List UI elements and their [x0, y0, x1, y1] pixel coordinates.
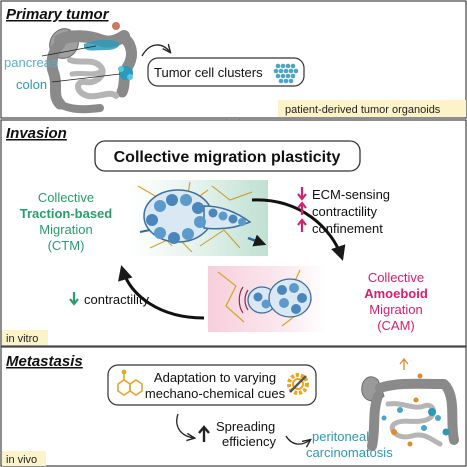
pancreas-label: pancreas	[4, 55, 58, 70]
peritoneal-line2: carcinomatosis	[306, 445, 393, 460]
svg-text:ECM-sensing: ECM-sensing	[312, 187, 390, 202]
svg-text:Collective: Collective	[38, 190, 94, 205]
svg-text:Migration: Migration	[369, 302, 422, 317]
adaptation-line1: Adaptation to varying	[154, 370, 276, 385]
svg-text:Migration: Migration	[39, 222, 92, 237]
change-ecm-sensing: ECM-sensing	[298, 187, 390, 202]
metastasis-title: Metastasis	[6, 353, 83, 370]
spreading-line1: Spreading	[216, 419, 275, 434]
cam-illustration	[208, 266, 326, 332]
clusters-label: Tumor cell clusters	[154, 65, 263, 80]
badge-in-vivo-label: in vivo	[6, 454, 37, 466]
peritoneal-line1: peritoneal	[312, 429, 369, 444]
svg-text:contractility: contractility	[84, 292, 150, 307]
primary-title: Primary tumor	[6, 6, 110, 23]
panel-metastasis: Metastasis Adaptation to varying mechano…	[1, 347, 466, 466]
svg-text:Traction-based: Traction-based	[20, 206, 113, 221]
panel-primary-tumor: Primary tumor pancreas colon Tumor cell …	[1, 1, 466, 118]
badge-in-vitro-label: in vitro	[6, 333, 38, 345]
panel-invasion: Invasion Collective migration plasticity…	[1, 120, 466, 346]
svg-text:Collective: Collective	[368, 270, 424, 285]
colon-label: colon	[16, 77, 47, 92]
plasticity-heading: Collective migration plasticity	[114, 149, 341, 166]
adaptation-line2: mechano-chemical cues	[145, 386, 286, 401]
spreading-line2: efficiency	[222, 434, 276, 449]
ctm-illustration	[130, 180, 268, 256]
svg-text:(CTM): (CTM)	[48, 238, 85, 253]
invasion-title: Invasion	[6, 125, 67, 142]
badge-organoids-label: patient-derived tumor organoids	[285, 104, 441, 116]
svg-text:(CAM): (CAM)	[377, 318, 415, 333]
ctm-to-cam-changes: ECM-sensing contractility confinement	[298, 187, 390, 236]
svg-text:confinement: confinement	[312, 221, 383, 236]
svg-text:Amoeboid: Amoeboid	[364, 286, 428, 301]
svg-text:contractility: contractility	[312, 204, 378, 219]
